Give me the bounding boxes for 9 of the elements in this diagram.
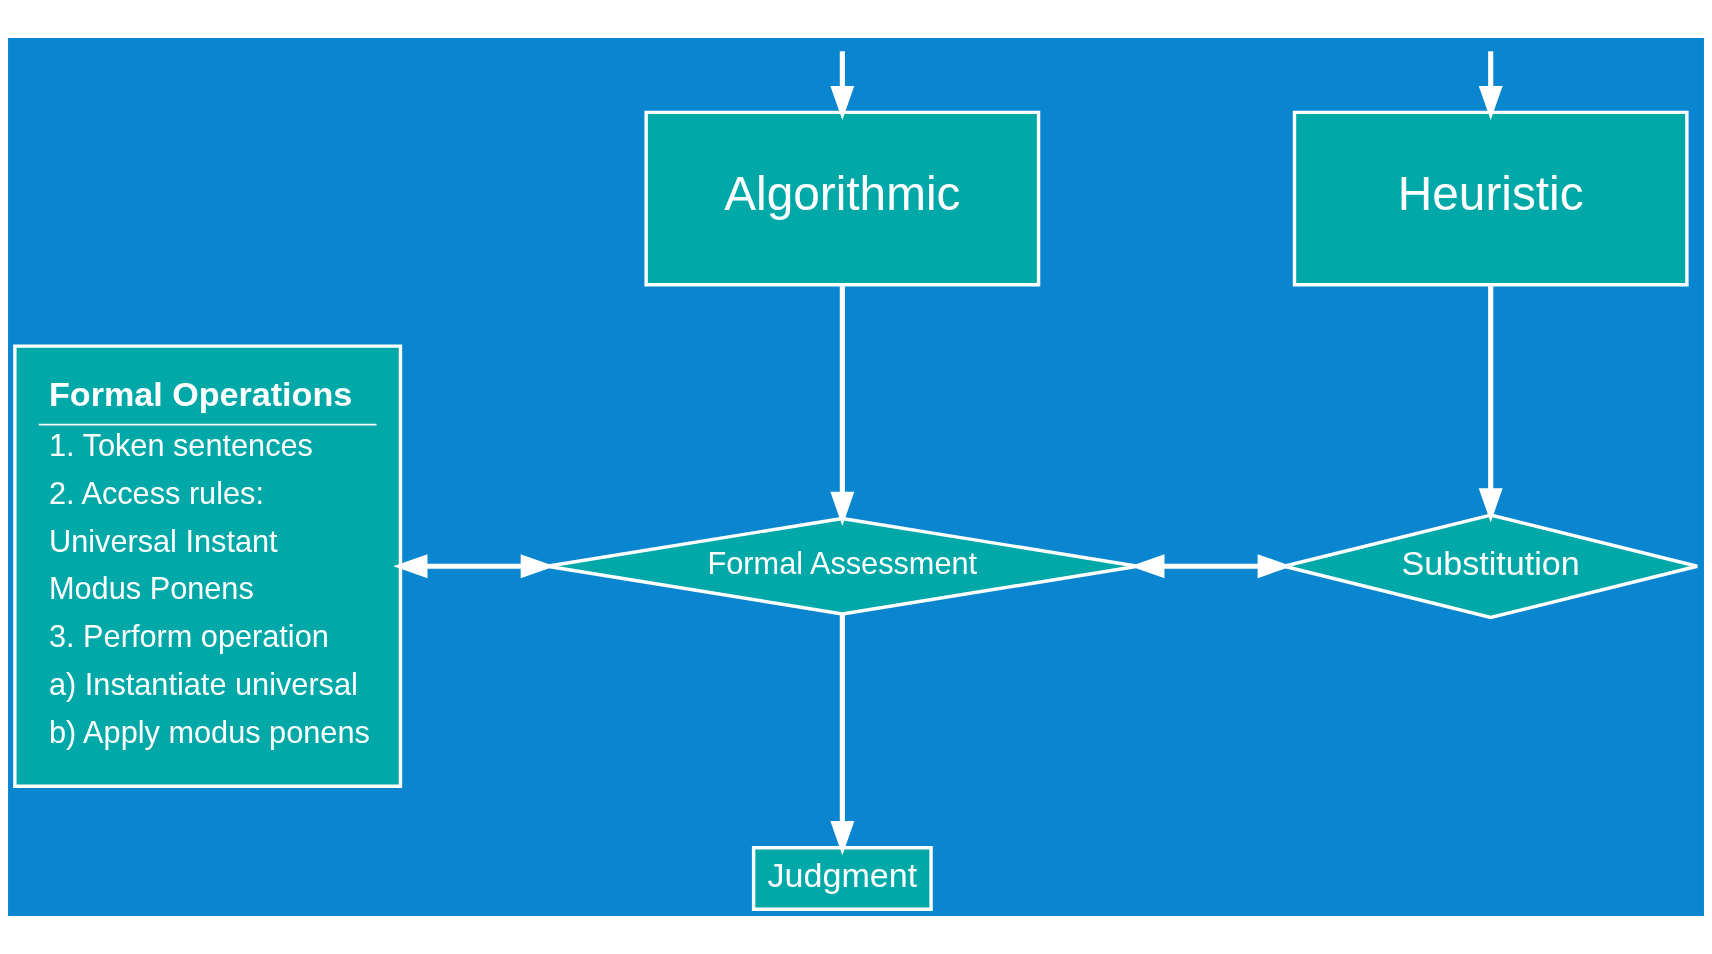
arrow: [830, 51, 855, 121]
node-box: Judgment: [751, 846, 933, 911]
arrow: [1478, 284, 1503, 523]
node-box: Formal Operations 1. Token sentences 2. Access rules: Universal Instant Modus Ponens 3. Perform operation a) Instantiate universal b) Apply modus ponens: [13, 344, 403, 789]
arrow: [830, 614, 855, 856]
node-box: Heuristic: [1292, 110, 1689, 287]
arrow: [830, 284, 855, 527]
node-box: Algorithmic: [644, 110, 1041, 287]
arrow: [1478, 51, 1503, 121]
